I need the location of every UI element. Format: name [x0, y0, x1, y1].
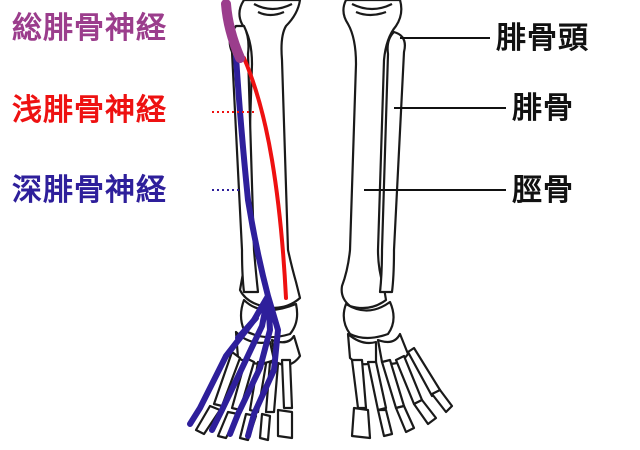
deep-peroneal-nerve [187, 53, 281, 439]
label-common-peroneal-nerve: 総腓骨神経 [12, 11, 167, 46]
common-peroneal-nerve [221, 0, 245, 63]
nerve-paths [187, 0, 288, 439]
superficial-peroneal-nerve [242, 56, 288, 300]
label-deep-peroneal-nerve: 深腓骨神経 [12, 173, 167, 208]
label-tibia: 脛骨 [512, 173, 574, 208]
label-fibula-head: 腓骨頭 [496, 21, 589, 56]
leader-lines [364, 37, 506, 191]
right-talus [342, 300, 395, 340]
right-fibula [378, 30, 406, 294]
label-superficial-peroneal-nerve: 浅腓骨神経 [12, 93, 167, 128]
right-leg [340, 0, 454, 440]
label-fibula: 腓骨 [512, 91, 574, 126]
nerve-leaders [212, 111, 256, 191]
